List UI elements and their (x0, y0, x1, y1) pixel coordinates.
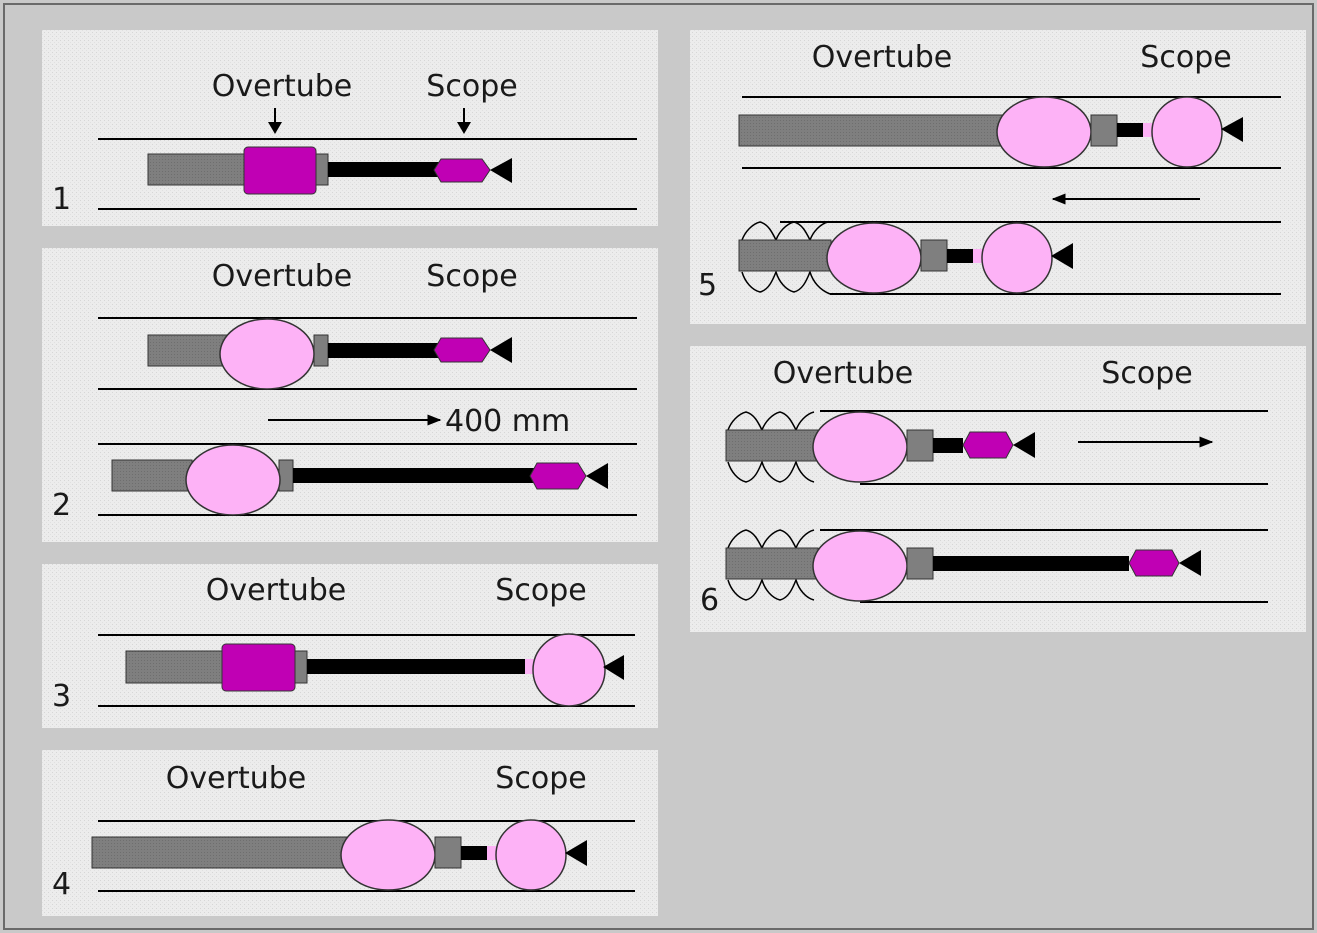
scope-tip (586, 463, 608, 489)
scope-balloon-neck (973, 249, 984, 263)
overtube-label: Overtube (212, 69, 352, 104)
scope-balloon-inflated (532, 633, 606, 707)
panel-number: 2 (52, 488, 71, 523)
scope-balloon-inflated (1151, 96, 1223, 168)
scope-balloon-neck (1143, 123, 1154, 137)
scope-shaft (307, 659, 525, 674)
scope-balloon-deflated (962, 431, 1014, 459)
overtube-body (125, 650, 225, 684)
scope-tip (603, 655, 624, 680)
overtube-label: Overtube (773, 356, 913, 391)
scope-label: Scope (1140, 40, 1231, 75)
overtube-collar (314, 153, 329, 186)
overtube-balloon-inflated (812, 411, 908, 483)
panel-1-background (42, 30, 658, 226)
scope-balloon-inflated (495, 819, 567, 891)
pleated-intestine-bottom (727, 459, 815, 483)
panel-6: Overtube Scope 6 (690, 346, 1306, 632)
overtube-collar (313, 334, 329, 367)
panel-number: 1 (52, 182, 71, 217)
panel-number: 3 (52, 679, 71, 714)
scope-balloon-deflated (529, 462, 587, 490)
overtube-balloon-inflated (826, 222, 922, 294)
scope-tip (1221, 117, 1243, 142)
scope-balloon-deflated (433, 337, 491, 363)
advance-distance-label: 400 mm (445, 404, 570, 439)
scope-tip (1051, 243, 1073, 269)
overtube-body (738, 239, 832, 272)
overtube-collar (906, 429, 934, 462)
pleated-intestine-bottom (727, 577, 815, 601)
overtube-balloon-inflated (996, 96, 1092, 168)
scope-label: Scope (495, 761, 586, 796)
overtube-body (738, 114, 1008, 147)
overtube-label: Overtube (206, 573, 346, 608)
scope-tip (490, 337, 512, 363)
overtube-balloon-inflated (812, 530, 908, 602)
overtube-body (147, 153, 247, 186)
overtube-balloon-inflated (185, 444, 281, 516)
scope-label: Scope (426, 259, 517, 294)
scope-shaft (328, 162, 440, 177)
down-arrow-icon (457, 108, 471, 134)
scope-shaft (933, 438, 963, 453)
panel-1: Overtube Scope 1 (42, 30, 658, 226)
pleated-intestine-top (741, 221, 829, 242)
pleated-intestine-top (727, 411, 815, 432)
overtube-balloon-deflated (243, 146, 317, 195)
down-arrow-icon (268, 108, 282, 134)
overtube-collar (920, 239, 948, 272)
panel-2-background (42, 248, 658, 542)
overtube-balloon-inflated (340, 819, 436, 891)
overtube-balloon-deflated (221, 643, 296, 692)
overtube-label: Overtube (212, 259, 352, 294)
overtube-collar (278, 459, 294, 492)
scope-balloon-deflated (1128, 549, 1180, 577)
overtube-body (111, 459, 193, 492)
overtube-collar (1090, 114, 1118, 147)
scope-balloon-neck (487, 846, 498, 860)
overtube-collar (434, 836, 462, 869)
overtube-body (725, 547, 819, 580)
overtube-collar (906, 547, 934, 580)
panel-number: 5 (698, 268, 717, 303)
scope-shaft (328, 343, 440, 358)
scope-balloon-deflated (433, 158, 491, 183)
panel-3: Overtube Scope 3 (42, 564, 658, 728)
overtube-label: Overtube (166, 761, 306, 796)
overtube-body (725, 429, 819, 462)
panel-number: 6 (700, 583, 719, 618)
scope-shaft (461, 846, 487, 860)
scope-label: Scope (495, 573, 586, 608)
panel-4: Overtube Scope 4 (42, 750, 658, 916)
overtube-collar (293, 650, 308, 684)
scope-shaft (1117, 123, 1143, 137)
panel-number: 4 (52, 867, 71, 902)
scope-balloon-inflated (981, 222, 1053, 294)
overtube-label: Overtube (812, 40, 952, 75)
panel-2: Overtube Scope 400 mm 2 (42, 248, 658, 542)
scope-balloon-neck (525, 659, 535, 674)
panel-5: Overtube Scope 5 (690, 30, 1306, 324)
overtube-balloon-inflated (219, 318, 315, 390)
overtube-body (91, 836, 355, 869)
scope-label: Scope (1101, 356, 1192, 391)
scope-tip (490, 158, 512, 183)
overtube-body (147, 334, 229, 367)
pleated-intestine-top (727, 529, 815, 550)
scope-label: Scope (426, 69, 517, 104)
scope-shaft (293, 468, 536, 483)
scope-shaft (933, 556, 1129, 571)
scope-tip (565, 840, 587, 866)
pleated-intestine-bottom (741, 269, 831, 295)
scope-tip (1179, 550, 1201, 576)
scope-tip (1013, 432, 1035, 458)
panel-6-background (690, 346, 1306, 632)
scope-shaft (947, 249, 973, 263)
